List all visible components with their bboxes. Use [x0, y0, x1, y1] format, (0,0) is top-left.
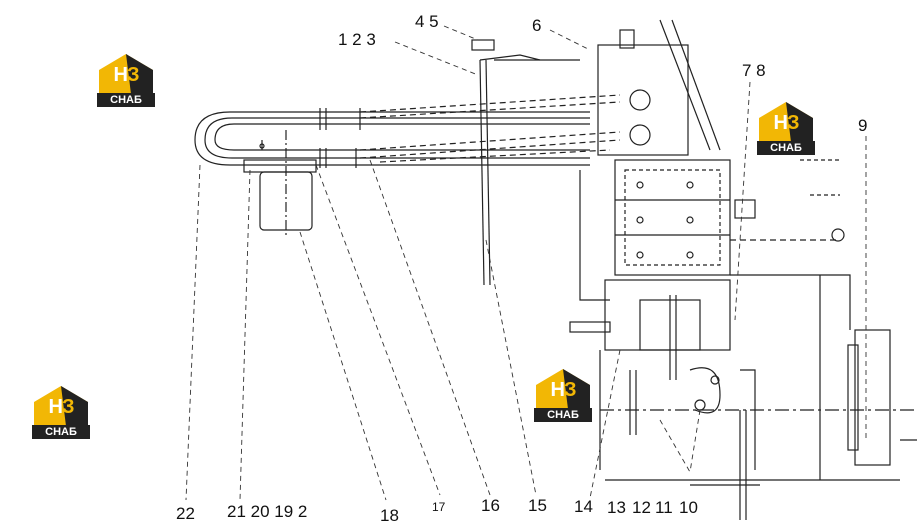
callout-13: 13 — [607, 498, 626, 517]
house-icon — [536, 369, 590, 409]
house-icon — [34, 386, 88, 426]
watermark-logo: НЗ СНАБ — [532, 365, 594, 425]
control-lever — [471, 39, 580, 286]
watermark-logo: НЗ СНАБ — [95, 50, 157, 110]
pump-assembly — [569, 279, 731, 414]
watermark-subtitle: СНАБ — [97, 93, 155, 107]
filter-canister — [243, 130, 317, 235]
house-icon — [99, 54, 153, 94]
callout-14: 14 — [574, 497, 593, 516]
leader-lines — [185, 25, 867, 501]
callout-21-20-19-2: 21 20 19 2 — [227, 502, 308, 521]
dashed-pipes — [359, 94, 621, 163]
flange-assembly — [730, 274, 917, 480]
watermark-subtitle: СНАБ — [534, 408, 592, 422]
callout-18: 18 — [380, 506, 399, 525]
callout-9: 9 — [858, 116, 868, 135]
house-icon — [759, 102, 813, 142]
lower-frame — [599, 350, 917, 520]
callout-22: 22 — [176, 504, 195, 523]
callout-11: 11 — [655, 498, 673, 517]
valve-housing-upper — [597, 19, 721, 156]
outline-right — [800, 159, 840, 196]
gearbox-block — [579, 159, 845, 301]
callout-1-2-3: 1 2 3 — [338, 30, 376, 49]
callout-4-5: 4 5 — [415, 12, 439, 31]
callout-7-8: 7 8 — [742, 61, 766, 80]
watermark-logo: НЗ СНАБ — [755, 98, 817, 158]
callout-10: 10 — [679, 498, 698, 517]
watermark-subtitle: СНАБ — [757, 141, 815, 155]
watermark-logo: НЗ СНАБ — [30, 382, 92, 442]
callout-15: 15 — [528, 496, 547, 515]
callout-12: 12 — [632, 498, 651, 517]
watermark-subtitle: СНАБ — [32, 425, 90, 439]
callout-17: 17 — [432, 500, 446, 514]
callout-16: 16 — [481, 496, 500, 515]
callout-6: 6 — [532, 16, 542, 35]
